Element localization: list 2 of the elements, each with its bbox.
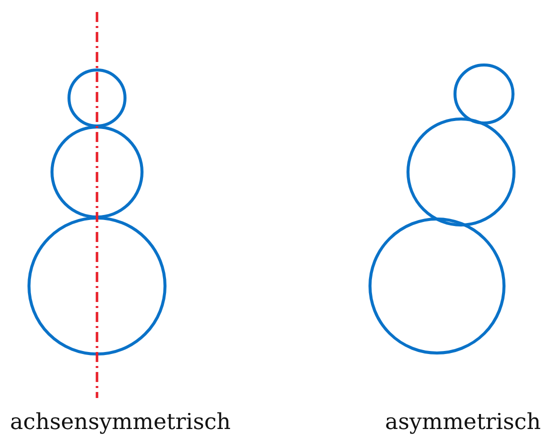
caption-label: asymmetrisch [385, 410, 541, 435]
caption-label: achsensymmetrisch [10, 410, 231, 435]
